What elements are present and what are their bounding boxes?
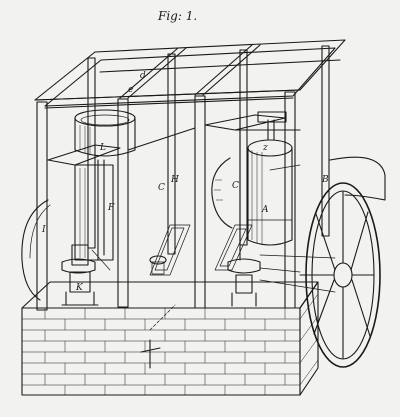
main-frame: [35, 40, 345, 310]
label-c-left: C: [158, 183, 165, 193]
label-i: I: [41, 225, 46, 235]
label-c-right: C: [232, 181, 239, 191]
label-h: H: [170, 175, 179, 185]
left-wheel: [22, 200, 50, 300]
label-a: A: [261, 205, 269, 215]
figure-title: Fig: 1.: [157, 9, 197, 23]
label-e-top: e: [128, 85, 133, 95]
label-b: B: [321, 175, 329, 185]
label-k: K: [75, 283, 84, 293]
boiler-a: [212, 112, 300, 260]
right-pump: [228, 255, 335, 306]
middle-pump: [150, 256, 166, 274]
label-f: F: [107, 203, 115, 213]
left-pump: [62, 245, 110, 305]
label-d-top: d: [140, 71, 146, 81]
flywheel: [300, 157, 385, 367]
label-z: z: [262, 143, 268, 153]
label-l: L: [99, 143, 106, 153]
